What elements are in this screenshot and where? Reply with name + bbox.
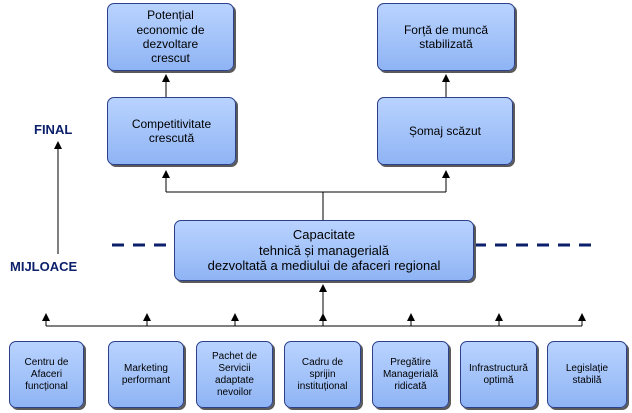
input-box-7: Legislație stabilă (547, 341, 627, 408)
input-box-5: Pregătire Managerială ridicată (372, 341, 449, 408)
input-box-4: Cadru de sprijin instituțional (284, 341, 361, 408)
means-label: MIJLOACE (10, 259, 78, 274)
input-box-2: Marketing performant (108, 341, 184, 408)
potential-box: Potențial economic de dezvoltare crescut (107, 3, 234, 71)
potential-text: Potențial economic de dezvoltare crescut (136, 8, 205, 66)
center-capacity-box: Capacitate tehnică și managerială dezvol… (174, 220, 474, 281)
input-text-1: Centru de Afaceri funcțional (24, 356, 69, 392)
competitiveness-text: Competitivitate crescută (131, 116, 212, 145)
input-text-3: Pachet de Servicii adaptate nevoilor (211, 350, 258, 398)
unemployment-text: Șomaj scăzut (408, 123, 482, 138)
competitiveness-box: Competitivitate crescută (107, 97, 236, 165)
input-text-6: Infrastructură optimă (469, 362, 528, 386)
workforce-text: Forță de muncă stabilizată (403, 22, 489, 51)
input-box-1: Centru de Afaceri funcțional (9, 341, 84, 408)
final-label: FINAL (34, 122, 73, 137)
workforce-box: Forță de muncă stabilizată (377, 3, 515, 71)
input-text-7: Legislație stabilă (565, 362, 609, 386)
center-capacity-text: Capacitate tehnică și managerială dezvol… (207, 227, 441, 274)
input-box-6: Infrastructură optimă (460, 341, 537, 408)
unemployment-box: Șomaj scăzut (377, 97, 513, 165)
input-text-2: Marketing performant (121, 362, 171, 386)
input-text-4: Cadru de sprijin instituțional (297, 356, 348, 392)
input-text-5: Pregătire Managerială ridicată (382, 356, 439, 392)
input-box-3: Pachet de Servicii adaptate nevoilor (196, 341, 273, 408)
